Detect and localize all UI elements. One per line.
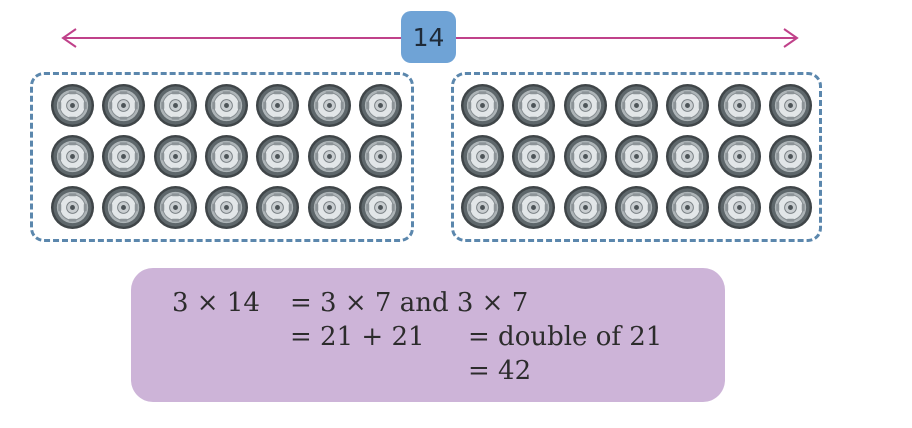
wheel-icon	[460, 134, 505, 179]
wheel-icon	[307, 134, 352, 179]
wheel-icon	[101, 134, 146, 179]
wheel-icon	[204, 185, 249, 230]
wheel-icon	[358, 134, 403, 179]
wheel-icon	[204, 134, 249, 179]
wheel-icon	[50, 185, 95, 230]
equation-line1-lhs: 3 × 14	[172, 288, 260, 318]
wheel-group-right	[451, 72, 822, 242]
wheel-icon	[255, 83, 300, 128]
wheel-icon	[50, 134, 95, 179]
wheel-icon	[511, 185, 556, 230]
wheel-icon	[665, 83, 710, 128]
wheel-icon	[358, 83, 403, 128]
wheel-icon	[511, 134, 556, 179]
wheel-icon	[717, 134, 762, 179]
wheel-icon	[50, 83, 95, 128]
wheel-icon	[307, 185, 352, 230]
wheel-icon	[563, 134, 608, 179]
wheel-icon	[665, 134, 710, 179]
arrow-head-left	[61, 28, 77, 48]
equation-line3-extra: = 42	[468, 356, 532, 386]
equation-line2-rhs: = 21 + 21	[290, 322, 425, 352]
wheel-icon	[101, 83, 146, 128]
wheel-icon	[768, 185, 813, 230]
wheel-icon	[307, 83, 352, 128]
wheel-icon	[717, 83, 762, 128]
wheel-icon	[255, 185, 300, 230]
wheel-icon	[358, 185, 403, 230]
wheel-icon	[255, 134, 300, 179]
wheel-icon	[563, 83, 608, 128]
wheel-group-left	[30, 72, 414, 242]
wheel-icon	[717, 185, 762, 230]
wheel-icon	[768, 134, 813, 179]
wheel-icon	[153, 185, 198, 230]
wheel-icon	[460, 185, 505, 230]
wheel-icon	[511, 83, 556, 128]
equation-line2-extra: = double of 21	[468, 322, 663, 352]
wheel-icon	[768, 83, 813, 128]
wheel-icon	[563, 185, 608, 230]
wheel-icon	[614, 83, 659, 128]
wheel-icon	[614, 134, 659, 179]
wheel-icon	[153, 134, 198, 179]
wheel-icon	[153, 83, 198, 128]
wheel-icon	[665, 185, 710, 230]
wheel-icon	[614, 185, 659, 230]
arrow-head-right	[783, 28, 799, 48]
total-count-badge: 14	[401, 11, 456, 63]
equation-line1-rhs: = 3 × 7 and 3 × 7	[290, 288, 529, 318]
wheel-icon	[101, 185, 146, 230]
wheel-icon	[204, 83, 249, 128]
wheel-icon	[460, 83, 505, 128]
equation-box: 3 × 14 = 3 × 7 and 3 × 7 = 21 + 21 = dou…	[131, 268, 725, 402]
